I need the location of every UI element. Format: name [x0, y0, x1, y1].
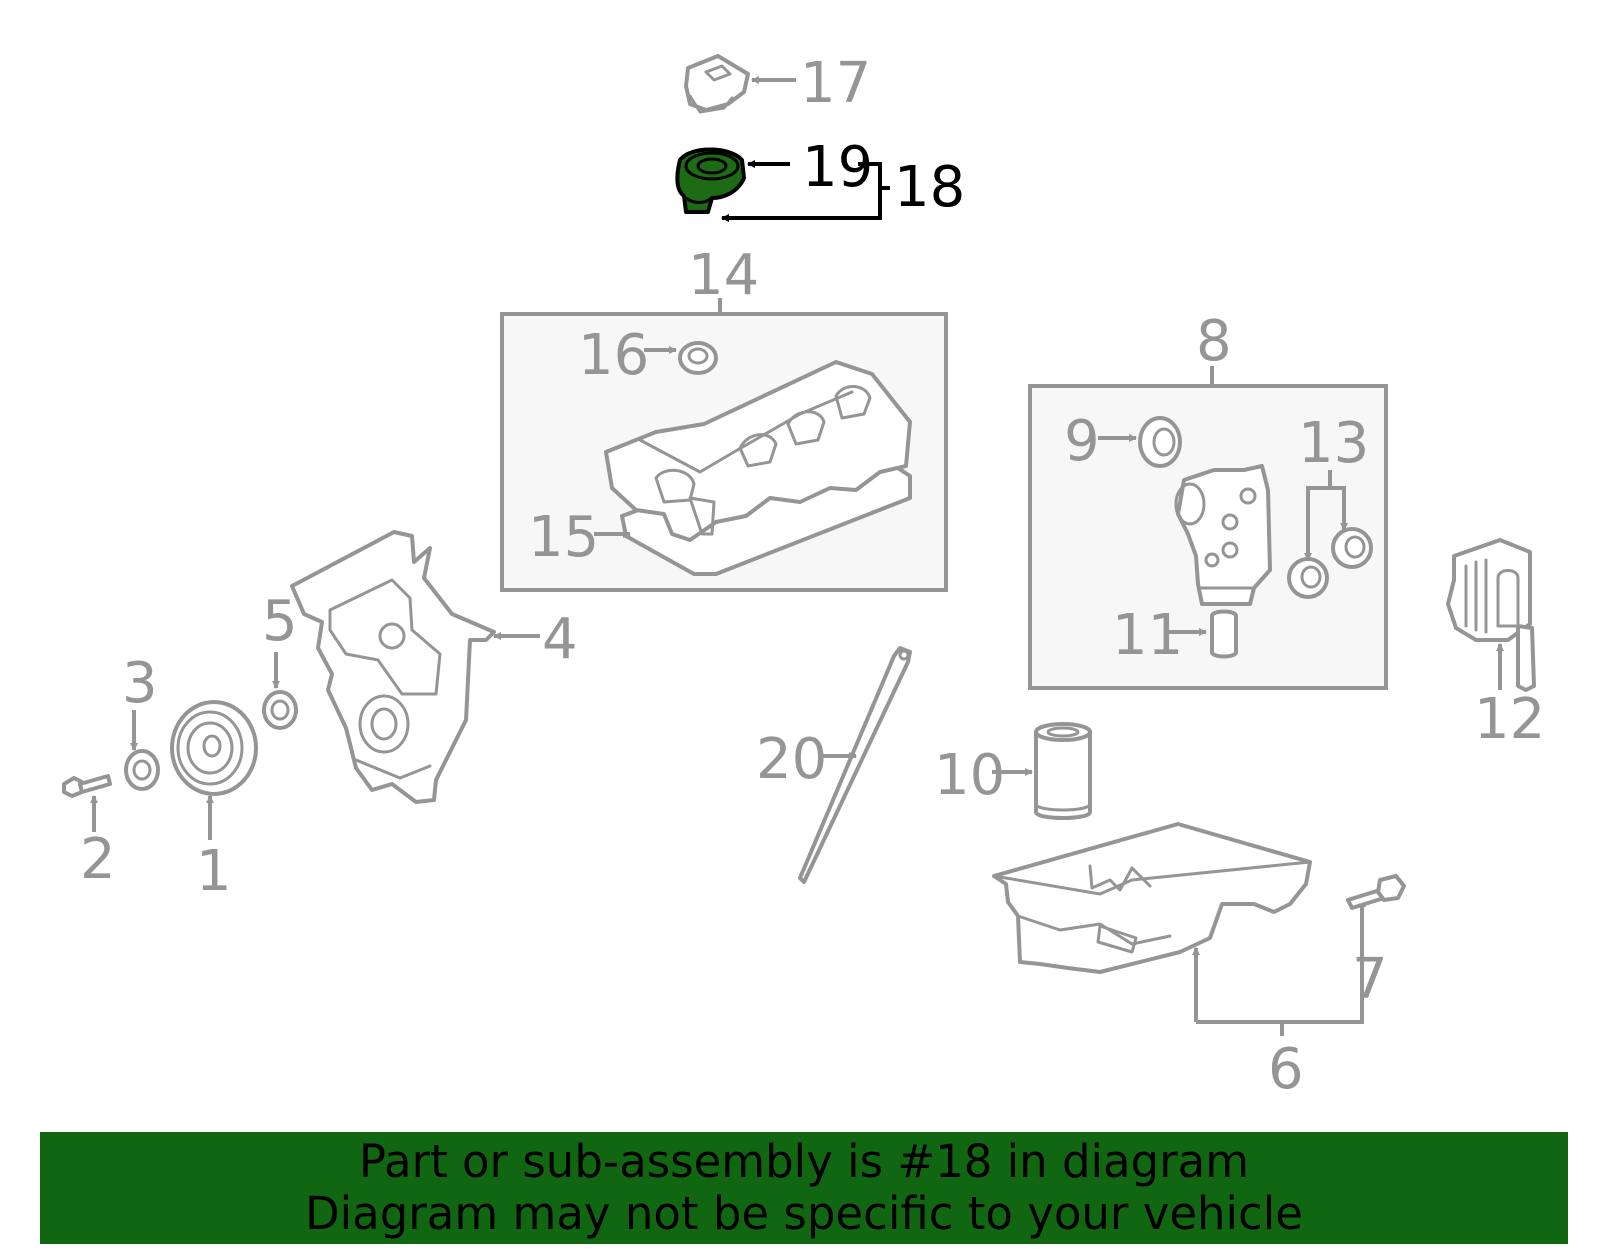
callout-10[interactable]: 10 [934, 743, 1005, 808]
part-4-timing-cover[interactable] [290, 530, 496, 804]
callout-20[interactable]: 20 [756, 727, 827, 792]
callout-17[interactable]: 17 [800, 51, 871, 116]
callout-15[interactable]: 15 [528, 505, 599, 570]
part-9-seal[interactable] [1138, 416, 1182, 468]
part-13-seals[interactable] [1287, 527, 1373, 599]
callout-7[interactable]: 7 [1352, 947, 1388, 1012]
part-10-oil-filter[interactable] [1034, 722, 1092, 820]
part-20-dipstick[interactable] [798, 646, 912, 884]
callout-2[interactable]: 2 [80, 827, 116, 892]
callout-14[interactable]: 14 [688, 243, 759, 308]
part-15-valve-cover-and-gasket[interactable] [604, 360, 912, 576]
callout-4[interactable]: 4 [542, 607, 578, 672]
callout-5[interactable]: 5 [262, 589, 298, 654]
part-2-bolt[interactable] [62, 774, 112, 798]
part-18-highlighted-assembly[interactable] [675, 147, 746, 214]
banner-line-2: Diagram may not be specific to your vehi… [305, 1187, 1303, 1240]
part-12-oil-cooler[interactable] [1446, 538, 1536, 692]
callout-11[interactable]: 11 [1112, 603, 1183, 668]
callout-12[interactable]: 12 [1474, 687, 1545, 752]
leader-13a [1304, 470, 1332, 561]
part-1-crank-pulley[interactable] [170, 700, 258, 796]
callout-8[interactable]: 8 [1196, 309, 1232, 374]
callout-13[interactable]: 13 [1298, 411, 1369, 476]
part-8-housing[interactable] [1174, 464, 1272, 606]
callout-3[interactable]: 3 [122, 651, 158, 716]
callout-6[interactable]: 6 [1268, 1037, 1304, 1102]
banner-line-1: Part or sub-assembly is #18 in diagram [358, 1135, 1250, 1188]
callout-19[interactable]: 19 [802, 135, 873, 200]
info-banner: Part or sub-assembly is #18 in diagram D… [40, 1132, 1568, 1244]
part-6-oil-pan[interactable] [992, 822, 1312, 974]
leader-13b [1330, 486, 1348, 531]
part-7-bolt[interactable] [1346, 874, 1406, 910]
part-5-seal[interactable] [262, 690, 298, 730]
leader-18 [721, 162, 882, 222]
part-17-oil-cap[interactable] [684, 54, 750, 114]
part-3-washer[interactable] [124, 749, 160, 791]
callout-1[interactable]: 1 [196, 839, 232, 904]
callout-18[interactable]: 18 [894, 155, 965, 220]
leader-6b [1196, 899, 1366, 1024]
callout-9[interactable]: 9 [1064, 409, 1100, 474]
part-16-grommet[interactable] [678, 341, 718, 375]
part-11-sleeve[interactable] [1210, 609, 1238, 659]
callout-16[interactable]: 16 [578, 323, 649, 388]
